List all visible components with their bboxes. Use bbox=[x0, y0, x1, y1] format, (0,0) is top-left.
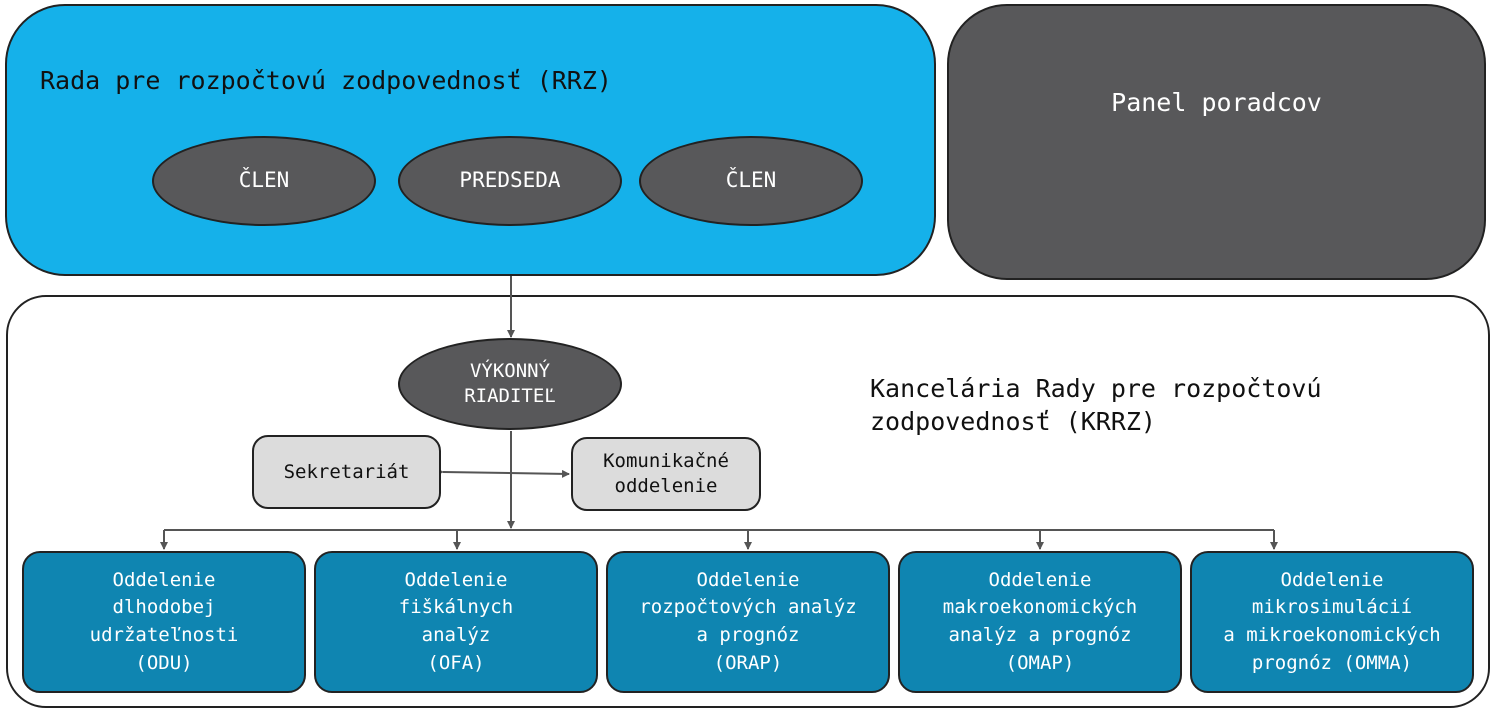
chairman-ellipse: PREDSEDA bbox=[398, 136, 622, 226]
member-label-left: ČLEN bbox=[238, 168, 290, 193]
member-ellipse-left: ČLEN bbox=[152, 136, 376, 226]
member-label-right: ČLEN bbox=[725, 168, 777, 193]
department-omma: Oddelenie mikrosimulácií a mikroekonomic… bbox=[1190, 551, 1474, 693]
department-odu: Oddelenie dlhodobej udržateľnosti (ODU) bbox=[22, 551, 306, 693]
department-orap: Oddelenie rozpočtových analýz a prognóz … bbox=[606, 551, 890, 693]
connector-secretariat-communication bbox=[435, 467, 570, 478]
department-omap: Oddelenie makroekonomických analýz a pro… bbox=[898, 551, 1182, 693]
communication-box: Komunikačné oddelenie bbox=[571, 437, 761, 511]
director-label-line1: VÝKONNÝ bbox=[469, 360, 551, 383]
rrz-title: Rada pre rozpočtovú zodpovednosť (RRZ) bbox=[40, 66, 612, 95]
advisory-panel-label: Panel poradcov bbox=[1111, 87, 1322, 117]
communication-label-line2: oddelenie bbox=[614, 475, 718, 497]
chairman-label: PREDSEDA bbox=[459, 168, 561, 193]
secretariat-box: Sekretariát bbox=[252, 435, 441, 509]
department-ofa: Oddelenie fiškálnych analýz (OFA) bbox=[314, 551, 598, 693]
krrz-title-line1: Kancelária Rady pre rozpočtovú bbox=[870, 374, 1322, 403]
director-label-line2: RIADITEĽ bbox=[464, 385, 556, 407]
secretariat-label: Sekretariát bbox=[283, 460, 410, 483]
communication-label-line1: Komunikačné bbox=[603, 450, 729, 473]
advisory-panel-block: Panel poradcov bbox=[947, 4, 1486, 280]
director-ellipse: VÝKONNÝ RIADITEĽ bbox=[398, 338, 622, 430]
member-ellipse-right: ČLEN bbox=[639, 136, 863, 226]
krrz-title: Kancelária Rady pre rozpočtovú zodpovedn… bbox=[870, 372, 1322, 439]
krrz-title-line2: zodpovednosť (KRRZ) bbox=[870, 407, 1156, 437]
